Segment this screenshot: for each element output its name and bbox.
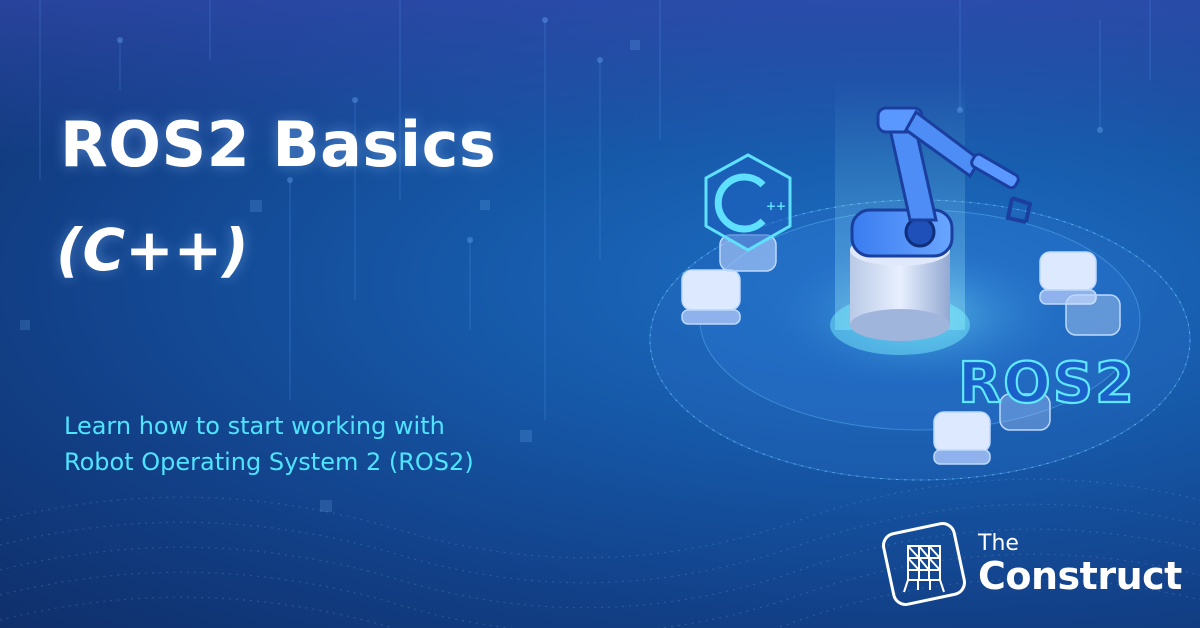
robot-arm <box>850 106 1033 258</box>
brand-name-bottom: Construct <box>978 554 1182 598</box>
ros2-badge-text: ROS2 <box>958 351 1136 416</box>
the-construct-logo-icon <box>882 522 966 606</box>
course-title: ROS2 Basics <box>60 108 497 181</box>
brand-name-top: The <box>978 531 1019 556</box>
top-glow <box>0 0 1200 160</box>
tagline-line-2: Robot Operating System 2 (ROS2) <box>64 448 474 476</box>
course-subtitle: (C++) <box>56 216 249 284</box>
cpp-logo-icon: ++ <box>704 153 792 252</box>
the-construct-logo: The Construct <box>878 518 1188 614</box>
course-tagline: Learn how to start working with Robot Op… <box>64 408 664 480</box>
robot-arm-illustration: ++ ROS2 <box>649 80 1191 481</box>
svg-text:++: ++ <box>766 199 786 213</box>
tagline-line-1: Learn how to start working with <box>64 412 445 440</box>
